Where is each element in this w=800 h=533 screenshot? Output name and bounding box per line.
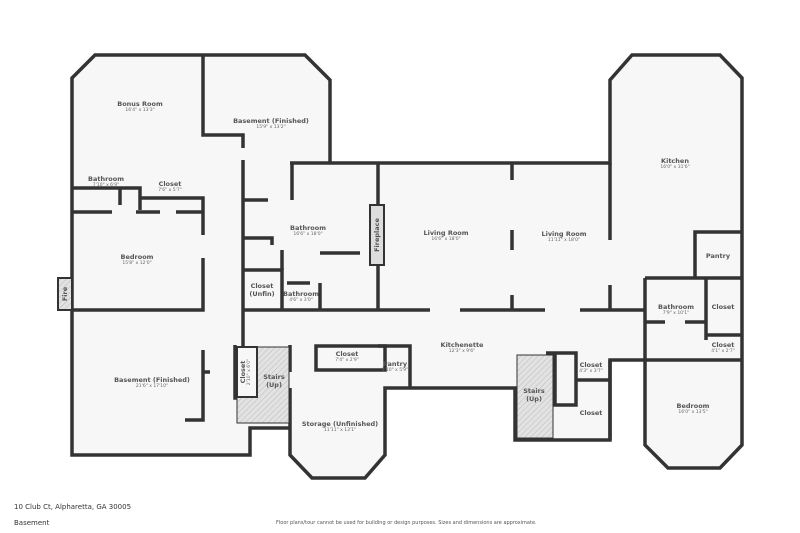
room-name: Bathroom bbox=[290, 224, 326, 232]
room-dim: 12'3" x 9'6" bbox=[448, 349, 476, 354]
room-dim: 2'10" x 6'0" bbox=[247, 358, 252, 386]
fireplace-label: Fireplace bbox=[373, 218, 381, 252]
disclaimer: Floor plans/tour cannot be used for buil… bbox=[276, 520, 537, 526]
room-closet-unfin: Closet (Unfin) bbox=[244, 282, 280, 298]
room-name: Bedroom bbox=[120, 253, 154, 261]
room-dim: 16'0" x 13'5" bbox=[678, 410, 708, 415]
room-name: Closet bbox=[158, 180, 182, 188]
room-name: Stairs (Up) bbox=[523, 387, 545, 403]
room-name: Bathroom bbox=[88, 175, 124, 183]
room-name: Pantry bbox=[382, 360, 408, 368]
room-dim: 4'1" x 2'7" bbox=[711, 349, 735, 354]
room-name: Closet bbox=[579, 361, 603, 369]
room-name: Closet bbox=[711, 341, 735, 349]
room-dim: 16'6" x 18'0" bbox=[431, 237, 461, 242]
room-closet-lower: Closet bbox=[580, 409, 603, 417]
room-dim: 7'9" x 10'1" bbox=[662, 311, 690, 316]
room-dim: 15'9" x 13'2" bbox=[256, 125, 286, 130]
room-name: Bonus Room bbox=[117, 100, 163, 108]
room-dim: 4'6" x 3'0" bbox=[289, 298, 313, 303]
floor-level: Basement bbox=[14, 519, 50, 527]
interior-walls bbox=[72, 55, 742, 440]
room-dim: 15'8" x 12'0" bbox=[122, 261, 152, 266]
room-pantry: Pantry bbox=[706, 252, 730, 260]
stairs-right bbox=[516, 354, 554, 439]
fireplace bbox=[369, 204, 385, 266]
room-name: Bathroom bbox=[658, 303, 694, 311]
stairs-up-right: Stairs (Up) bbox=[522, 387, 546, 403]
room-name: Closet bbox=[335, 350, 359, 358]
stairs-up-left: Stairs (Up) bbox=[262, 373, 286, 389]
room-dim: 16'6" x 18'0" bbox=[293, 232, 323, 237]
room-closet-right: Closet bbox=[712, 303, 735, 311]
fire-label: Fire bbox=[61, 287, 69, 301]
room-basement-finished-2: Basement (Finished)21'6" x 17'10" bbox=[114, 376, 190, 390]
room-name: Pantry bbox=[705, 252, 731, 260]
room-storage-unfinished: Storage (Unfinished)11'11" x 13'1" bbox=[302, 420, 378, 434]
room-name: Basement (Finished) bbox=[233, 117, 309, 125]
room-name: Kitchen bbox=[661, 157, 689, 165]
room-dim: 4'3" x 3'7" bbox=[579, 369, 603, 374]
room-dim: 21'6" x 17'10" bbox=[135, 384, 169, 389]
room-name: Bathroom bbox=[283, 290, 319, 298]
outer-walls bbox=[70, 53, 744, 480]
room-dim: 16'4" x 13'3" bbox=[125, 108, 155, 113]
room-name: Closet bbox=[579, 409, 603, 417]
room-name: Living Room bbox=[541, 230, 587, 238]
room-dim: 7'6" x 5'7" bbox=[158, 188, 182, 193]
room-dim: 11'11" x 13'1" bbox=[323, 428, 357, 433]
room-name: Closet bbox=[239, 360, 247, 384]
room-name: Closet (Unfin) bbox=[249, 282, 275, 298]
room-name: Fire bbox=[61, 286, 69, 302]
room-dim: 11'11" x 18'0" bbox=[547, 238, 581, 243]
room-basement-finished: Basement (Finished)15'9" x 13'2" bbox=[233, 117, 309, 131]
room-dim: 3'10" x 5'9" bbox=[381, 368, 409, 373]
room-name: Closet bbox=[711, 303, 735, 311]
room-name: Stairs (Up) bbox=[263, 373, 285, 389]
room-name: Living Room bbox=[423, 229, 469, 237]
room-dim: 7'4" x 2'9" bbox=[335, 358, 359, 363]
fire-box bbox=[57, 277, 73, 311]
room-dim: 7'10" x 6'9" bbox=[92, 183, 120, 188]
room-name: Fireplace bbox=[373, 218, 381, 252]
property-address: 10 Club Ct, Alpharetta, GA 30005 bbox=[14, 503, 132, 511]
room-name: Bedroom bbox=[676, 402, 710, 410]
room-dim: 16'0" x 31'6" bbox=[660, 165, 690, 170]
room-name: Kitchenette bbox=[440, 341, 484, 349]
room-name: Storage (Unfinished) bbox=[301, 420, 379, 428]
room-name: Basement (Finished) bbox=[114, 376, 190, 384]
